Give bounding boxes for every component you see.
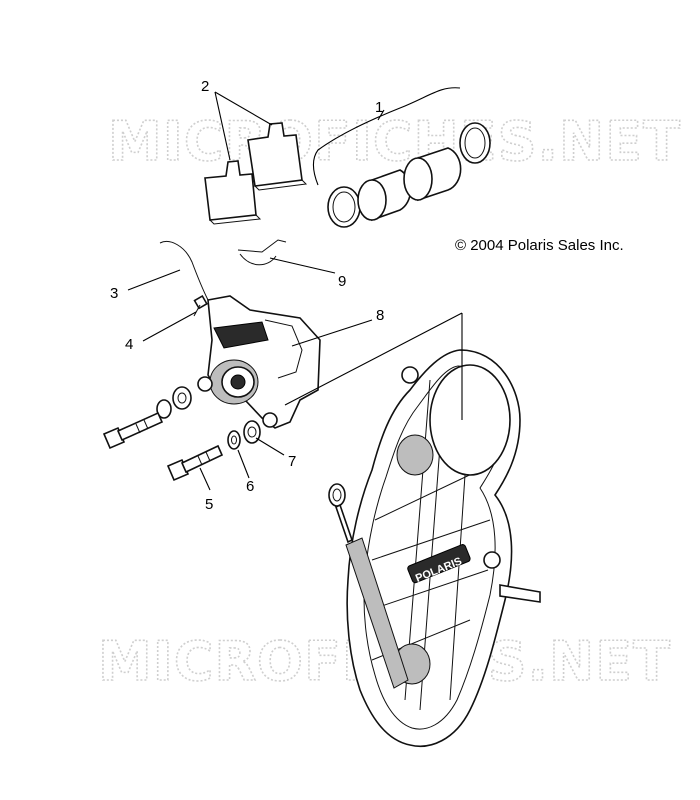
callout-1: 1	[375, 99, 383, 116]
callout-6: 6	[246, 478, 254, 495]
washers-lower	[227, 420, 261, 450]
callout-2: 2	[201, 78, 209, 95]
brake-caliper	[197, 295, 321, 429]
caliper-bolt-upper	[102, 411, 164, 450]
leader-lines	[127, 87, 463, 491]
brake-line	[159, 241, 209, 301]
callout-5: 5	[205, 496, 213, 513]
retaining-clip	[237, 239, 287, 266]
dipstick	[328, 483, 409, 689]
watermark-top: MICROFICHES.NET	[108, 110, 681, 173]
callout-4: 4	[125, 336, 133, 353]
washers-upper	[156, 386, 192, 419]
callout-9: 9	[338, 273, 346, 290]
caliper-bolt-lower	[166, 444, 224, 482]
brake-pads	[204, 122, 308, 225]
copyright-text: © 2004 Polaris Sales Inc.	[455, 237, 624, 254]
piston-kit	[327, 122, 491, 228]
callout-7: 7	[288, 453, 296, 470]
callout-8: 8	[376, 307, 384, 324]
bleeder-screw	[193, 294, 208, 317]
callout-3: 3	[110, 285, 118, 302]
